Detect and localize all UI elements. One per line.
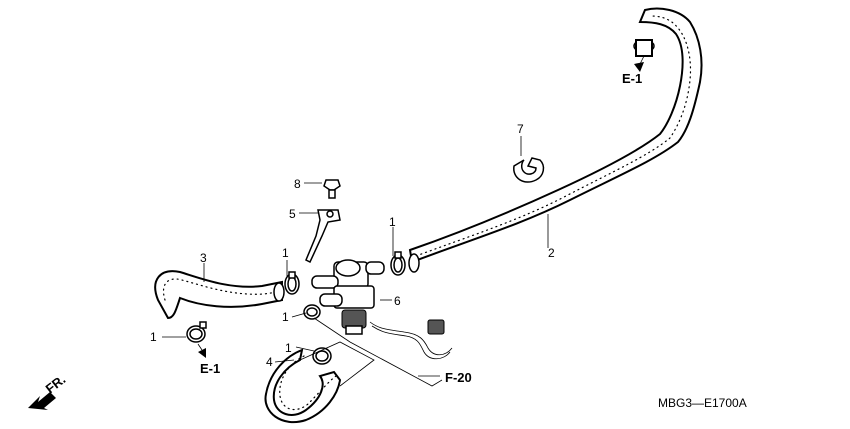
f20-bracket (299, 317, 443, 387)
front-arrow-icon (28, 392, 56, 410)
clamp-1-a (284, 271, 300, 295)
callout-3: 3 (200, 251, 207, 265)
callout-2: 2 (548, 246, 555, 260)
callout-8: 8 (294, 177, 301, 191)
long-air-hose (408, 7, 703, 273)
callout-7: 7 (517, 122, 524, 136)
hose-4 (264, 348, 342, 424)
clamp-1-d (186, 321, 207, 343)
ref-e1-bottom: E-1 (200, 361, 220, 376)
clamp-1-b (390, 251, 406, 276)
callout-1-e: 1 (285, 341, 292, 355)
e1-top-arrow (634, 55, 645, 72)
ref-e1-top: E-1 (622, 71, 642, 86)
callout-4: 4 (266, 355, 273, 369)
ref-f20: F-20 (445, 370, 472, 385)
callout-1-b: 1 (389, 215, 396, 229)
bolt-8 (323, 179, 341, 199)
callout-6: 6 (394, 294, 401, 308)
clamp-1-e (312, 347, 332, 365)
short-hose-3 (154, 270, 285, 320)
callout-5: 5 (289, 207, 296, 221)
connector-icon (427, 319, 445, 335)
diagram-code: MBG3—E1700A (658, 396, 747, 410)
clip-7 (513, 157, 545, 183)
air-injection-valve (311, 259, 453, 360)
stay-5 (305, 209, 341, 264)
clamp-1-c (303, 304, 321, 320)
e1-bottom-arrow (197, 343, 206, 358)
callout-1-d: 1 (150, 330, 157, 344)
callout-1-c: 1 (282, 310, 289, 324)
callout-1-a: 1 (282, 246, 289, 260)
front-label: FR. (43, 372, 69, 397)
leader-lines (162, 136, 549, 363)
